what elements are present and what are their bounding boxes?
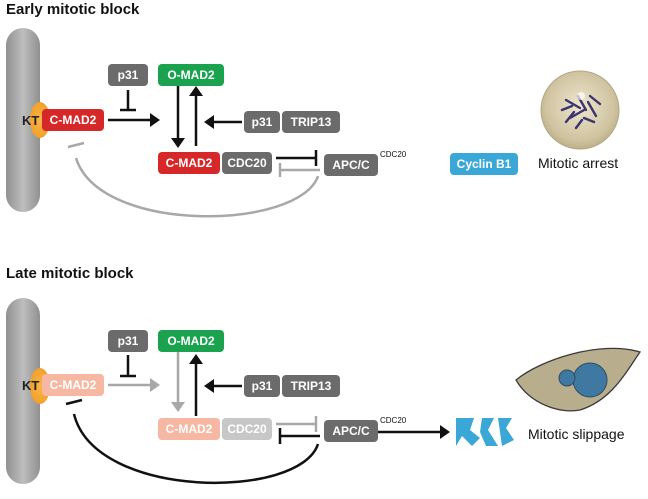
p31-box: p31 xyxy=(108,64,148,86)
arrested-cell-image xyxy=(540,70,620,150)
omad2-box: O-MAD2 xyxy=(158,64,224,86)
heading-late-mitotic-block: Late mitotic block xyxy=(6,265,134,282)
apcc-superscript: CDC20 xyxy=(380,150,407,159)
cmad2-mcc-box-late: C-MAD2 xyxy=(158,418,220,440)
arrows-late xyxy=(65,350,450,484)
p31-box-late: p31 xyxy=(108,330,148,352)
arrows-early xyxy=(67,84,320,218)
cyclin-b1-box: Cyclin B1 xyxy=(450,153,518,175)
apcc-box-late: APC/C xyxy=(324,420,378,442)
trip13-box-late: TRIP13 xyxy=(282,375,340,397)
cmad2-kinetochore-box-late: C-MAD2 xyxy=(42,374,104,396)
apcc-box: APC/C xyxy=(324,154,378,176)
cdc20-box-late: CDC20 xyxy=(222,418,272,440)
p31-trip13-p31-box: p31 xyxy=(244,111,280,133)
kinetochore-label-late: KT xyxy=(22,378,40,393)
heading-early-mitotic-block: Early mitotic block xyxy=(6,1,140,18)
kinetochore-label: KT xyxy=(22,113,40,128)
trip13-box: TRIP13 xyxy=(282,111,340,133)
apcc-superscript-late: CDC20 xyxy=(380,416,407,425)
cdc20-box: CDC20 xyxy=(222,152,272,174)
outcome-mitotic-slippage: Mitotic slippage xyxy=(528,426,625,442)
degraded-cyclin-icon xyxy=(456,418,514,446)
cmad2-kinetochore-box: C-MAD2 xyxy=(42,109,104,131)
cmad2-mcc-box: C-MAD2 xyxy=(158,152,220,174)
p31-trip13-p31-box-late: p31 xyxy=(244,375,280,397)
omad2-box-late: O-MAD2 xyxy=(158,330,224,352)
slipped-cell-image xyxy=(515,347,642,412)
outcome-mitotic-arrest: Mitotic arrest xyxy=(538,155,619,171)
